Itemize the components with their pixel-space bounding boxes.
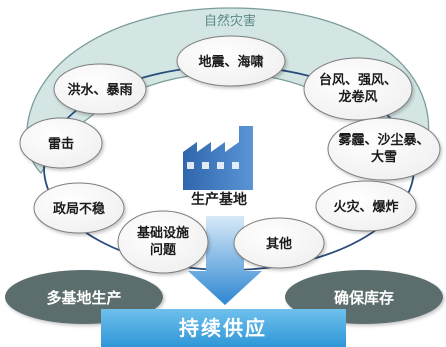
- risk-node-fire-explosion: [315, 180, 417, 232]
- risk-node-haze-sandstorm-snow-label-line2: 大雪: [371, 149, 397, 165]
- risk-node-political-instability: [33, 182, 125, 234]
- risk-node-infrastructure-problem: [117, 210, 209, 274]
- left-strategy-label: 多基地生产: [46, 289, 121, 307]
- risk-node-typhoon-wind-tornado-label-line1: 台风、强风、: [319, 72, 397, 88]
- risk-node-earthquake-tsunami-label: 地震、海啸: [198, 54, 263, 70]
- bottom-banner: [101, 309, 346, 347]
- bottom-banner-label: 持续供应: [179, 316, 267, 340]
- risk-node-haze-sandstorm-snow: [327, 117, 441, 181]
- risk-node-typhoon-wind-tornado-label-line2: 龙卷风: [338, 89, 377, 105]
- center-label: 生产基地: [191, 191, 247, 208]
- risk-node-political-instability-label: 政局不稳: [53, 201, 105, 217]
- risk-node-other: [233, 217, 325, 269]
- risk-node-other-label: 其他: [266, 236, 292, 252]
- risk-node-earthquake-tsunami: [176, 35, 286, 87]
- risk-node-infrastructure-problem-label-line1: 基础设施: [136, 225, 189, 241]
- risk-node-fire-explosion-label: 火灾、爆炸: [333, 199, 398, 215]
- risk-node-typhoon-wind-tornado: [303, 57, 413, 121]
- factory-icon: [183, 126, 253, 190]
- right-strategy-label: 确保库存: [334, 289, 394, 307]
- risk-node-flood-rainstorm: [53, 63, 147, 115]
- risk-node-lightning-label: 雷击: [48, 136, 74, 152]
- risk-node-flood-rainstorm-label: 洪水、暴雨: [67, 82, 132, 98]
- arc-title: 自然灾害: [204, 13, 256, 29]
- risk-node-infrastructure-problem-label-line2: 问题: [150, 242, 177, 258]
- risk-node-haze-sandstorm-snow-label-line1: 雾霾、沙尘暴、: [337, 132, 429, 148]
- risk-node-lightning: [19, 117, 103, 169]
